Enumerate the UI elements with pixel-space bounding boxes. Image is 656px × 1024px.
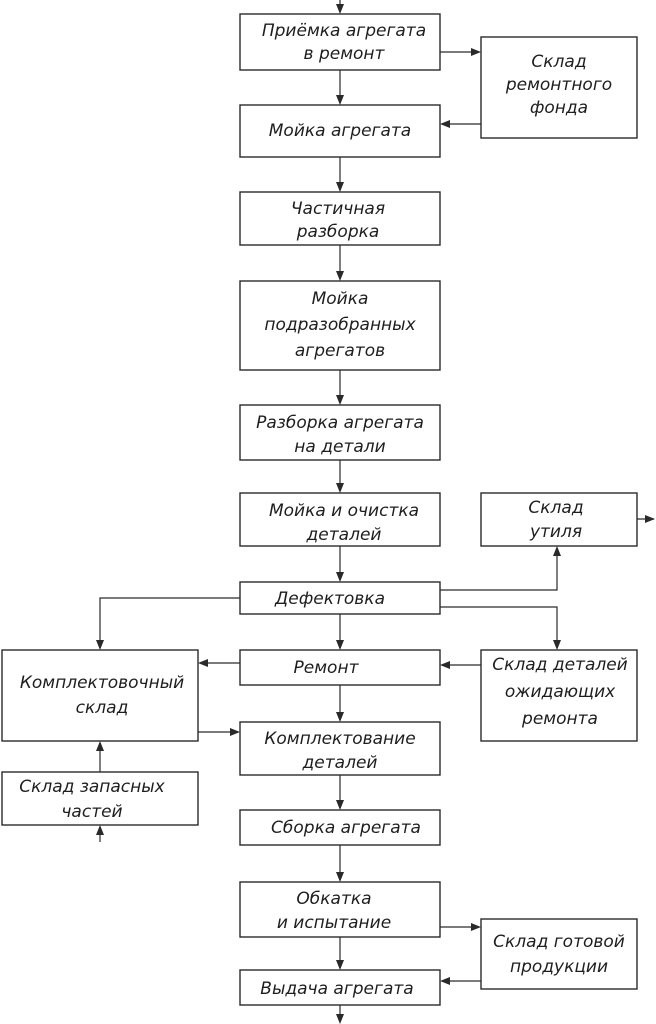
node-komplektovochny-sklad-line: Комплектовочный [20,673,184,693]
arrowhead-right [230,728,240,736]
arrowhead-left [440,977,450,985]
node-remont-line: Ремонт [294,658,360,678]
node-obkatka-line: Обкатка [296,889,371,909]
node-defektovka-line: Дефектовка [274,589,385,609]
node-razborka-na-detali-line: на детали [294,437,385,457]
arrowhead-left [440,661,450,669]
node-sklad-gotovoi-box [480,918,638,990]
arrowhead-down [336,95,344,105]
arrowhead-down [336,960,344,970]
node-sklad-remfond-line: фонда [530,98,588,118]
arrow-defektovka-to-komplektovochny [99,597,240,648]
arrowhead-down [336,872,344,882]
node-moika-podrazobrannyh-line: агрегатов [295,341,385,361]
node-sklad-utilya-line: утиля [529,522,582,542]
node-komplektovochny-sklad-box [1,649,199,742]
node-sklad-remfond-line: ремонтного [505,75,612,95]
node-chastichnaya-razborka-line: Частичная [291,199,385,219]
arrow-defektovka-to-sklad-ozhid [440,606,558,648]
node-sklad-utilya-line: Склад [528,498,583,518]
node-priemka-line: в ремонт [304,44,386,64]
node-sklad-ozhidayushih-line: ожидающих [505,682,616,702]
arrowhead-down [336,4,344,14]
arrowhead-up [553,546,561,556]
arrowhead-up [96,741,104,751]
node-sklad-remfond-line: Склад [531,52,586,72]
node-priemka-line: Приёмка агрегата [262,21,426,41]
arrow-defektovka-to-sklad-utilya [440,548,558,591]
node-obkatka-line: и испытание [277,913,391,933]
arrowhead-down [336,712,344,722]
arrowhead-down [336,572,344,582]
node-sklad-gotovoi-line: продукции [510,957,608,977]
node-sklad-remfond-box [480,36,638,139]
arrowhead-up [96,825,104,835]
arrowhead-down [553,640,561,650]
node-chastichnaya-razborka-line: разборка [296,222,380,242]
node-moika-podrazobrannyh-line: Мойка [312,289,369,309]
node-vydacha-line: Выдача агрегата [260,979,413,999]
node-sklad-ozhidayushih-line: ремонта [521,709,598,729]
arrowhead-down [336,640,344,650]
arrowhead-down [336,395,344,405]
node-sklad-gotovoi-line: Склад готовой [493,932,625,952]
node-komplektovochny-sklad-line: склад [76,698,129,718]
node-sklad-ozhidayushih-box [480,649,638,742]
arrowhead-right [471,923,481,931]
node-komplektovanie-line: деталей [302,753,378,773]
node-sklad-ozhidayushih-line: Склад деталей [492,655,628,675]
arrowhead-down [336,1014,344,1024]
arrowhead-down [96,640,104,650]
arrowhead-down [336,800,344,810]
node-moika-ochistka-line: деталей [306,525,382,545]
node-moika-podrazobrannyh-line: подразобранных [264,315,416,335]
arrowhead-down [336,182,344,192]
node-moika-agregata-line: Мойка агрегата [269,121,411,141]
arrowhead-left [198,659,208,667]
arrowhead-left [440,120,450,128]
node-razborka-na-detali-line: Разборка агрегата [256,413,424,433]
node-sklad-zapasnyh-line: частей [61,802,122,822]
node-moika-ochistka-line: Мойка и очистка [269,501,419,521]
arrowhead-right [645,515,655,523]
node-sklad-zapasnyh-line: Склад запасных [19,777,165,797]
node-komplektovanie-line: Комплектование [264,729,415,749]
arrowhead-down [336,483,344,493]
arrowhead-right [471,48,481,56]
arrowhead-down [336,271,344,281]
node-sborka-line: Сборка агрегата [271,818,421,838]
